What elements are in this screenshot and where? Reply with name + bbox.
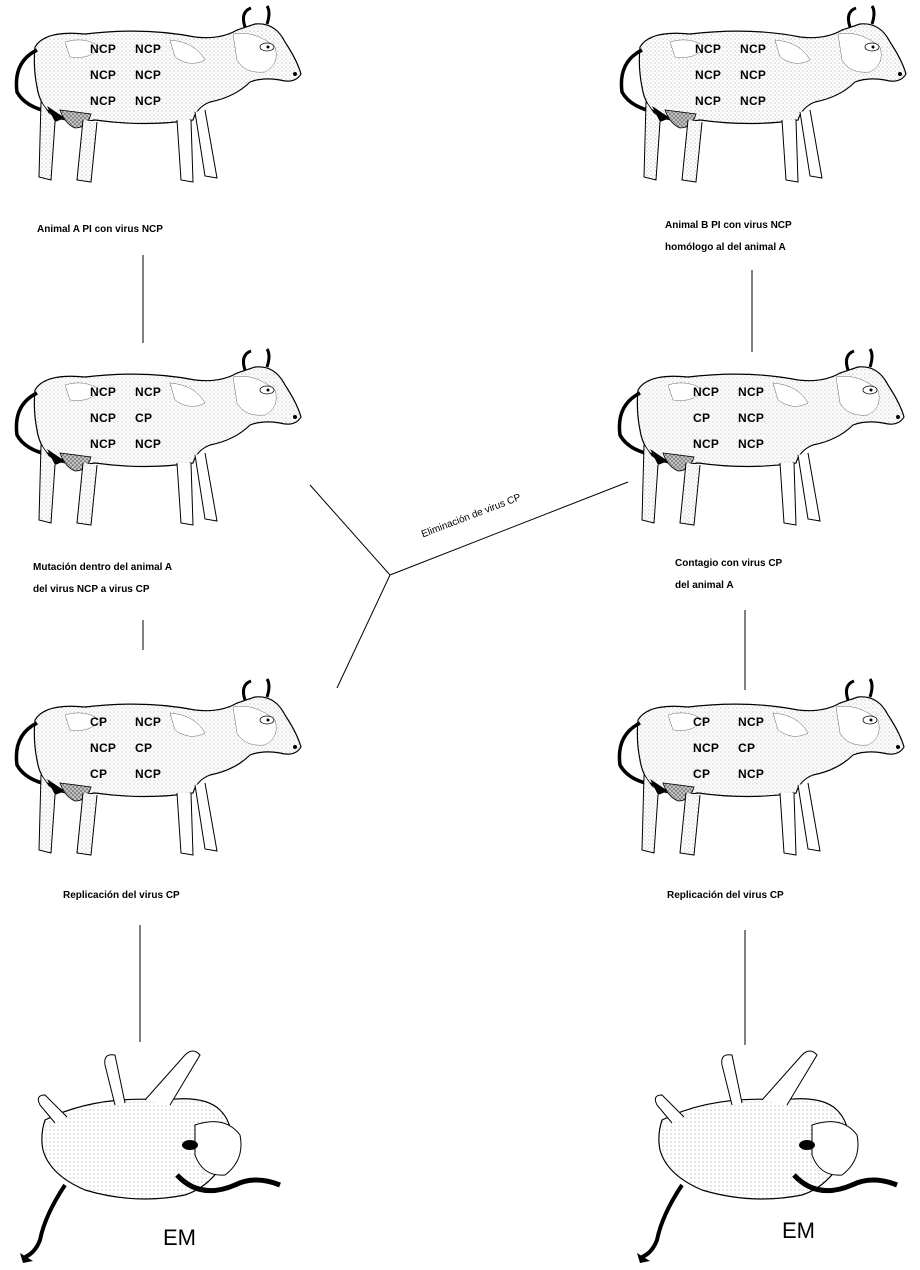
virus-label: CP (135, 411, 152, 425)
outcome-label-left: EM (163, 1225, 196, 1251)
virus-label: NCP (90, 94, 116, 108)
virus-label: NCP (695, 42, 721, 56)
caption-line: Replicación del virus CP (667, 885, 784, 907)
caption-line: homólogo al del animal A (665, 237, 792, 259)
cow-b3: CP NCP NCP CP CP NCP (608, 675, 908, 865)
caption-line: Animal A PI con virus NCP (37, 219, 163, 241)
virus-label: CP (90, 767, 107, 781)
virus-label: NCP (90, 385, 116, 399)
dead-cow-right (622, 1025, 920, 1265)
cow-b2: NCP NCP CP NCP NCP NCP (608, 345, 908, 535)
virus-label: NCP (738, 437, 764, 451)
cow-a3: CP NCP NCP CP CP NCP (5, 675, 305, 865)
caption-line: del animal A (675, 575, 782, 597)
elimination-branch-upper (310, 485, 390, 575)
virus-label: NCP (740, 42, 766, 56)
caption-a2: Mutación dentro del animal A del virus N… (33, 557, 172, 601)
virus-label: NCP (693, 437, 719, 451)
virus-label: NCP (738, 411, 764, 425)
virus-label: NCP (135, 767, 161, 781)
dead-cow-left (5, 1025, 305, 1265)
virus-label: NCP (135, 42, 161, 56)
virus-label: NCP (90, 42, 116, 56)
virus-label: NCP (90, 741, 116, 755)
virus-label: NCP (738, 715, 764, 729)
virus-label: NCP (135, 68, 161, 82)
outcome-label-right: EM (782, 1218, 815, 1244)
virus-label: NCP (695, 94, 721, 108)
caption-b1: Animal B PI con virus NCP homólogo al de… (665, 215, 792, 259)
virus-label: NCP (90, 68, 116, 82)
virus-label: NCP (738, 767, 764, 781)
caption-line: Mutación dentro del animal A (33, 557, 172, 579)
caption-line: del virus NCP a virus CP (33, 579, 172, 601)
virus-label: NCP (693, 741, 719, 755)
caption-a1: Animal A PI con virus NCP (37, 219, 163, 241)
caption-line: Replicación del virus CP (63, 885, 180, 907)
virus-label: CP (738, 741, 755, 755)
virus-label: CP (693, 715, 710, 729)
virus-label: NCP (740, 68, 766, 82)
elimination-branch-lower (337, 575, 390, 688)
caption-line: Contagio con virus CP (675, 553, 782, 575)
virus-label: CP (693, 411, 710, 425)
caption-b2: Contagio con virus CP del animal A (675, 553, 782, 597)
virus-label: NCP (135, 94, 161, 108)
virus-label: NCP (90, 437, 116, 451)
virus-label: NCP (135, 385, 161, 399)
virus-label: CP (90, 715, 107, 729)
virus-label: NCP (135, 715, 161, 729)
virus-label: NCP (738, 385, 764, 399)
virus-label: CP (135, 741, 152, 755)
virus-label: CP (693, 767, 710, 781)
virus-label: NCP (740, 94, 766, 108)
caption-b3: Replicación del virus CP (667, 885, 784, 907)
virus-label: NCP (693, 385, 719, 399)
virus-label: NCP (90, 411, 116, 425)
caption-a3: Replicación del virus CP (63, 885, 180, 907)
cow-b1: NCP NCP NCP NCP NCP NCP (610, 2, 910, 192)
cow-a2: NCP NCP NCP CP NCP NCP (5, 345, 305, 535)
virus-label: NCP (135, 437, 161, 451)
cow-a1: NCP NCP NCP NCP NCP NCP (5, 2, 305, 192)
virus-label: NCP (695, 68, 721, 82)
caption-line: Animal B PI con virus NCP (665, 215, 792, 237)
